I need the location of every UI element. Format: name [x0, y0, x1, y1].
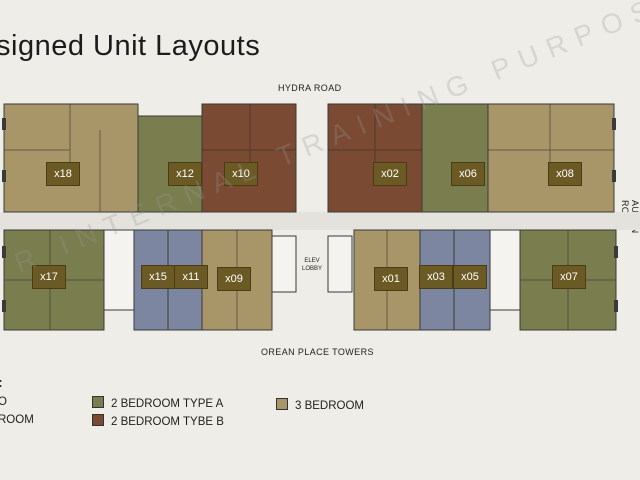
- stair-core-left: [103, 229, 135, 311]
- unit-block-x06: [421, 103, 489, 213]
- corridor: [0, 212, 640, 230]
- unit-tag-x01: x01: [374, 267, 408, 291]
- legend-item-2bed-a: 2 BEDROOM TYPE A: [92, 396, 223, 410]
- page-title: signed Unit Layouts: [0, 30, 261, 62]
- unit-tag-x11: x11: [174, 265, 208, 289]
- lobby-label-2: LOBBY: [302, 266, 322, 272]
- unit-tag-x17: x17: [32, 265, 66, 289]
- unit-tag-x09: x09: [217, 267, 251, 291]
- unit-block-x08: [487, 103, 615, 213]
- unit-tag-x03: x03: [419, 265, 453, 289]
- legend-2bed-b-label: 2 BEDROOM TYBE B: [111, 416, 224, 428]
- legend-item-2bed-b: 2 BEDROOM TYBE B: [92, 414, 224, 428]
- unit-tag-x18: x18: [46, 162, 80, 186]
- window-marks: [2, 118, 618, 312]
- unit-tag-x15: x15: [141, 265, 175, 289]
- stair-core-right: [489, 229, 521, 311]
- legend-swatch-2bed-a: [92, 396, 104, 408]
- legend-item-3bed: 3 BEDROOM: [276, 398, 364, 412]
- unit-tag-x07: x07: [552, 265, 586, 289]
- legend-2bed-a-label: 2 BEDROOM TYPE A: [111, 398, 224, 410]
- unit-tag-x12: x12: [168, 162, 202, 186]
- unit-block-x18: [3, 103, 139, 213]
- lobby-label-1: ELEV: [304, 258, 319, 264]
- lift-core-right: [327, 235, 353, 293]
- unit-tag-x08: x08: [548, 162, 582, 186]
- legend-studio-label: O: [0, 396, 7, 408]
- unit-tag-x10: x10: [224, 162, 258, 186]
- unit-block-x10: [201, 103, 297, 213]
- unit-tag-x02: x02: [373, 162, 407, 186]
- legend-heading: :: [0, 374, 3, 390]
- unit-tag-x05: x05: [453, 265, 487, 289]
- lift-core-left: [271, 235, 297, 293]
- legend-item-1bed: ROOM: [0, 414, 34, 426]
- road-label-bottom: OREAN PLACE TOWERS: [261, 347, 374, 357]
- legend-swatch-3bed: [276, 398, 288, 410]
- legend-swatch-2bed-b: [92, 414, 104, 426]
- legend-1bed-label: ROOM: [0, 414, 34, 426]
- legend-item-studio: O: [0, 396, 7, 408]
- legend-3bed-label: 3 BEDROOM: [295, 400, 365, 412]
- road-label-top: HYDRA ROAD: [278, 83, 342, 93]
- unit-tag-x06: x06: [451, 162, 485, 186]
